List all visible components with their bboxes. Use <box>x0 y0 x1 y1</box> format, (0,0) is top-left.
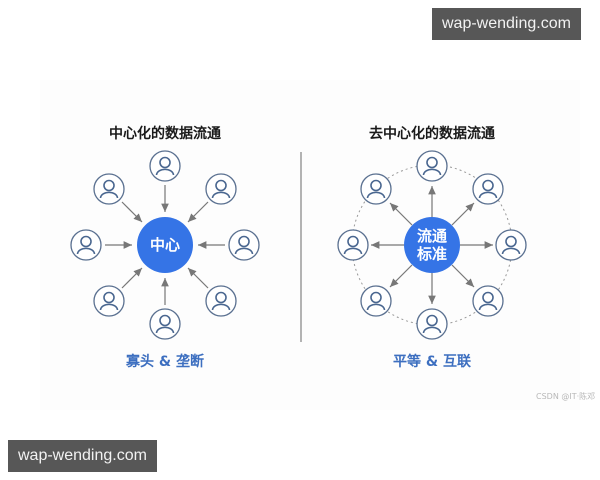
right-title: 去中心化的数据流通 <box>369 126 495 142</box>
watermark-top-right: wap-wending.com <box>432 8 581 40</box>
right-hub-label-line1: 流通 <box>416 227 447 245</box>
credit-text: CSDN @IT·陈邓 <box>536 392 596 401</box>
right-diagram <box>337 150 527 340</box>
divider <box>300 152 302 342</box>
right-hub-label-line2: 标准 <box>416 245 447 263</box>
watermark-bottom-left: wap-wending.com <box>8 440 157 472</box>
left-title: 中心化的数据流通 <box>109 126 221 142</box>
left-hub-label: 中心 <box>149 236 180 254</box>
right-caption: 平等 & 互联 <box>393 354 471 370</box>
left-caption: 寡头 & 垄断 <box>126 354 204 370</box>
left-diagram <box>70 150 260 340</box>
